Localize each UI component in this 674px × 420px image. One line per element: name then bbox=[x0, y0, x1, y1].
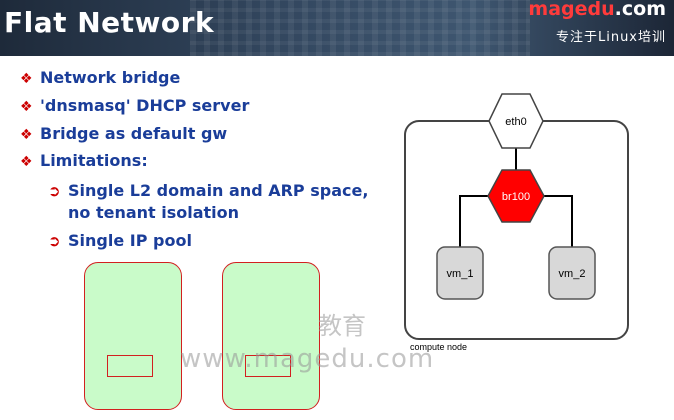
sub-bullet-text: Single L2 domain and ARP space, bbox=[68, 181, 369, 200]
diamond-bullet-icon: ❖ bbox=[20, 154, 33, 170]
bullet-item: ❖ 'dnsmasq' DHCP server bbox=[20, 96, 249, 115]
watermark-url: www.magedu.com bbox=[180, 344, 435, 374]
compute-node-label: compute node bbox=[410, 342, 467, 352]
diamond-bullet-icon: ❖ bbox=[20, 71, 33, 87]
vm2-node bbox=[548, 246, 596, 300]
eth0-node-shape bbox=[488, 93, 544, 149]
eth0-label: eth0 bbox=[505, 116, 526, 128]
link-br100-vm2 bbox=[542, 195, 573, 248]
arrow-bullet-icon: ➲ bbox=[48, 182, 61, 200]
bullet-item: ❖ Limitations: bbox=[20, 151, 148, 170]
bullet-text: 'dnsmasq' DHCP server bbox=[40, 96, 250, 115]
vm2-label: vm_2 bbox=[559, 268, 586, 280]
tenant-port bbox=[107, 355, 153, 377]
bullet-text: Bridge as default gw bbox=[40, 124, 228, 143]
arrow-bullet-icon: ➲ bbox=[48, 232, 61, 250]
link-br100-vm1 bbox=[459, 195, 490, 248]
bullet-item: ❖ Network bridge bbox=[20, 68, 180, 87]
br100-label: br100 bbox=[502, 191, 530, 203]
watermark-cn: 教育 bbox=[318, 312, 366, 340]
vm1-node bbox=[436, 246, 484, 300]
sub-bullet-text: no tenant isolation bbox=[68, 203, 240, 222]
bullet-item: ❖ Bridge as default gw bbox=[20, 124, 227, 143]
brand-logo: magedu.com bbox=[528, 0, 666, 20]
brand-domain: .com bbox=[614, 0, 666, 20]
vm1-label: vm_1 bbox=[447, 268, 474, 280]
header-pattern bbox=[190, 0, 530, 56]
brand-name: magedu bbox=[528, 0, 615, 20]
slide-title: Flat Network bbox=[4, 6, 215, 39]
diamond-bullet-icon: ❖ bbox=[20, 99, 33, 115]
brand-tagline: 专注于Linux培训 bbox=[555, 30, 666, 45]
bullet-text: Limitations: bbox=[40, 151, 148, 170]
br100-node bbox=[487, 169, 545, 223]
sub-bullet-item: ➲ Single IP pool bbox=[48, 230, 192, 252]
sub-bullet-text: Single IP pool bbox=[68, 231, 192, 250]
tenant-box bbox=[84, 262, 182, 410]
tenant-port bbox=[245, 355, 291, 377]
diamond-bullet-icon: ❖ bbox=[20, 127, 33, 143]
bullet-text: Network bridge bbox=[40, 68, 181, 87]
slide-header: Flat Network magedu.com 专注于Linux培训 bbox=[0, 0, 674, 56]
tenant-box bbox=[222, 262, 320, 410]
sub-bullet-item: ➲ Single L2 domain and ARP space, no tena… bbox=[48, 180, 368, 224]
